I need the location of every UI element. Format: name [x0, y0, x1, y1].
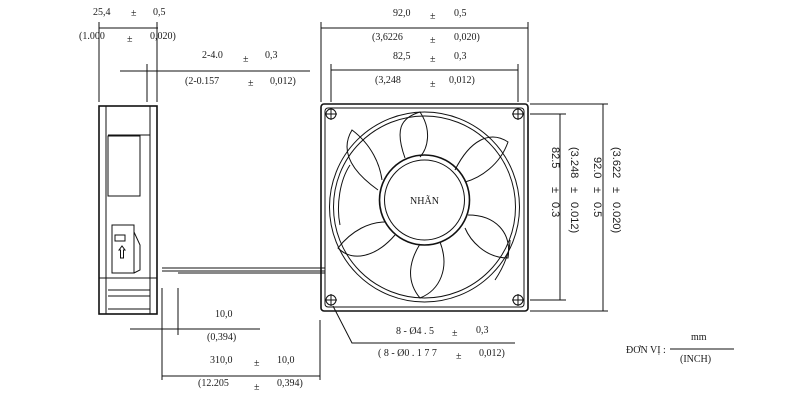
svg-text:±: ±	[430, 79, 436, 90]
svg-text:10,0: 10,0	[277, 355, 295, 366]
dim-width-outer: 92,0 ± 0,5 (3,6226 ± 0,020)	[372, 8, 480, 46]
svg-text:0.020): 0.020)	[610, 202, 622, 233]
svg-text:0,3: 0,3	[476, 325, 489, 336]
svg-text:(3,248: (3,248	[375, 75, 401, 86]
dim-width-holes: 82,5 ± 0,3 (3,248 ± 0,012)	[375, 51, 475, 90]
svg-text:mm: mm	[691, 332, 707, 343]
svg-text:(12.205: (12.205	[198, 378, 229, 389]
svg-text:(1.000: (1.000	[79, 31, 105, 42]
svg-text:25,4: 25,4	[93, 7, 111, 18]
svg-text:92.0: 92.0	[591, 157, 603, 178]
svg-text:0,3: 0,3	[265, 50, 278, 61]
svg-text:±: ±	[430, 54, 436, 65]
svg-text:10,0: 10,0	[215, 309, 233, 320]
svg-text:±: ±	[610, 187, 622, 193]
svg-text:±: ±	[568, 187, 580, 193]
svg-text:0,020): 0,020)	[454, 32, 480, 43]
dim-height-holes: 82.5 ± 0.3 (3.248 ± 0.012)	[549, 147, 580, 233]
svg-text:82,5: 82,5	[393, 51, 411, 62]
dim-height-outer: 92.0 ± 0.5 (3.622 ± 0.020)	[591, 147, 622, 233]
unit-legend: ĐƠN VỊ : mm (INCH)	[626, 332, 734, 365]
svg-text:0,3: 0,3	[454, 51, 467, 62]
svg-text:2-4.0: 2-4.0	[202, 50, 223, 61]
svg-text:±: ±	[452, 328, 458, 339]
svg-text:(2-0.157: (2-0.157	[185, 76, 219, 87]
svg-text:0,020): 0,020)	[150, 31, 176, 42]
svg-text:±: ±	[254, 358, 260, 369]
svg-text:±: ±	[430, 11, 436, 22]
dim-hole-diameter: 8 - Ø4 . 5 ± 0,3 ( 8 - Ø0 . 1 7 7 ± 0,01…	[378, 325, 505, 362]
svg-text:(INCH): (INCH)	[680, 354, 711, 365]
svg-text:(3.622: (3.622	[610, 147, 622, 178]
svg-text:±: ±	[243, 54, 249, 65]
svg-text:( 8 - Ø0 . 1 7 7: ( 8 - Ø0 . 1 7 7	[378, 348, 437, 359]
dim-wire-length: 310,0 ± 10,0 (12.205 ± 0,394)	[198, 355, 303, 393]
svg-text:ĐƠN VỊ :: ĐƠN VỊ :	[626, 345, 666, 356]
svg-text:±: ±	[456, 351, 462, 362]
svg-text:±: ±	[430, 35, 436, 46]
front-view: NHÃN	[320, 103, 529, 312]
dim-mount-holes-side: 2-4.0 ± 0,3 (2-0.157 ± 0,012)	[185, 50, 296, 89]
svg-text:8 - Ø4 . 5: 8 - Ø4 . 5	[396, 326, 434, 337]
svg-text:±: ±	[127, 34, 133, 45]
svg-text:0.012): 0.012)	[568, 202, 580, 233]
side-view	[98, 105, 158, 315]
hub-label: NHÃN	[410, 195, 439, 207]
svg-text:0.5: 0.5	[591, 202, 603, 217]
svg-text:0,394): 0,394)	[277, 378, 303, 389]
svg-text:(0,394): (0,394)	[207, 332, 236, 343]
svg-text:0,5: 0,5	[454, 8, 467, 19]
svg-text:0,5: 0,5	[153, 7, 166, 18]
svg-text:(3,6226: (3,6226	[372, 32, 403, 43]
svg-text:82.5: 82.5	[549, 147, 561, 168]
dim-wire-strip: 10,0 (0,394)	[207, 309, 236, 343]
svg-text:±: ±	[549, 187, 561, 193]
svg-text:±: ±	[254, 382, 260, 393]
svg-text:±: ±	[591, 187, 603, 193]
svg-text:±: ±	[248, 78, 254, 89]
svg-text:0.3: 0.3	[549, 202, 561, 217]
wire	[162, 267, 325, 274]
svg-text:310,0: 310,0	[210, 355, 233, 366]
mount-holes	[325, 108, 524, 306]
svg-text:±: ±	[131, 8, 137, 19]
svg-text:(3.248: (3.248	[568, 147, 580, 178]
dimension-lines	[98, 22, 608, 380]
dim-thickness: 25,4 ± 0,5 (1.000 ± 0,020)	[79, 7, 176, 45]
svg-text:0,012): 0,012)	[479, 348, 505, 359]
svg-text:0,012): 0,012)	[449, 75, 475, 86]
svg-text:92,0: 92,0	[393, 8, 411, 19]
svg-text:0,012): 0,012)	[270, 76, 296, 87]
